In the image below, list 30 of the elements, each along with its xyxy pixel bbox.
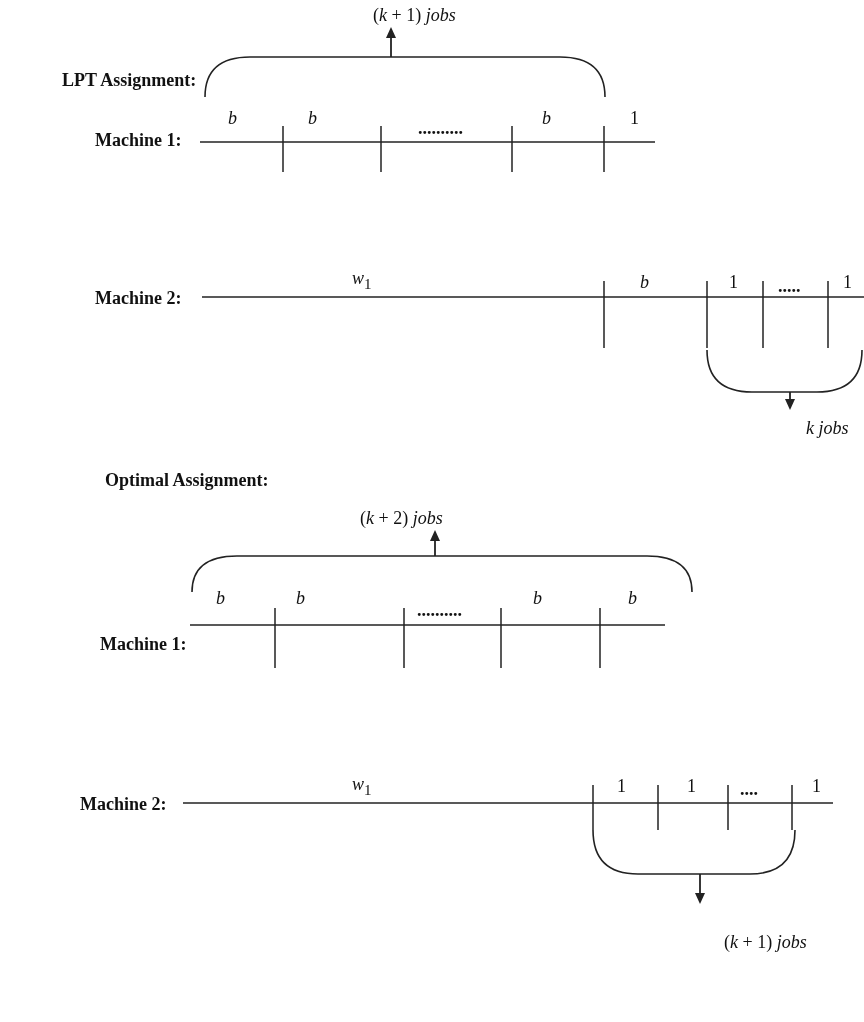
jobs-count-label: k jobs — [806, 418, 849, 438]
ellipsis: .......... — [417, 600, 462, 620]
machine-label: Machine 1: — [100, 634, 187, 654]
job-length-label: 1 — [630, 108, 639, 128]
ellipsis: ..... — [778, 276, 801, 296]
job-length-label: b — [216, 588, 225, 608]
job-length-label: b — [533, 588, 542, 608]
ellipsis: .......... — [418, 118, 463, 138]
jobs-count-label: (k + 1) jobs — [373, 5, 456, 25]
job-length-label: 1 — [687, 776, 696, 796]
job-length-label: b — [640, 272, 649, 292]
job-length-label: b — [228, 108, 237, 128]
machine-label: Machine 2: — [95, 288, 182, 308]
job-length-label: 1 — [812, 776, 821, 796]
ellipsis: .... — [740, 779, 758, 799]
section-heading: Optimal Assignment: — [105, 470, 269, 490]
job-length-label: 1 — [843, 272, 852, 292]
job-length-label: 1 — [729, 272, 738, 292]
job-length-label: b — [296, 588, 305, 608]
machine-label: Machine 1: — [95, 130, 182, 150]
section-heading: LPT Assignment: — [62, 70, 197, 90]
job-length-label: w$_{1}$ — [352, 268, 372, 294]
job-length-label: b — [628, 588, 637, 608]
job-length-label: b — [542, 108, 551, 128]
jobs-count-label: (k + 1) jobs — [724, 932, 807, 952]
job-length-label: w$_{1}$ — [352, 774, 372, 800]
job-length-label: 1 — [617, 776, 626, 796]
job-length-label: b — [308, 108, 317, 128]
jobs-count-label: (k + 2) jobs — [360, 508, 443, 528]
machine-label: Machine 2: — [80, 794, 167, 814]
